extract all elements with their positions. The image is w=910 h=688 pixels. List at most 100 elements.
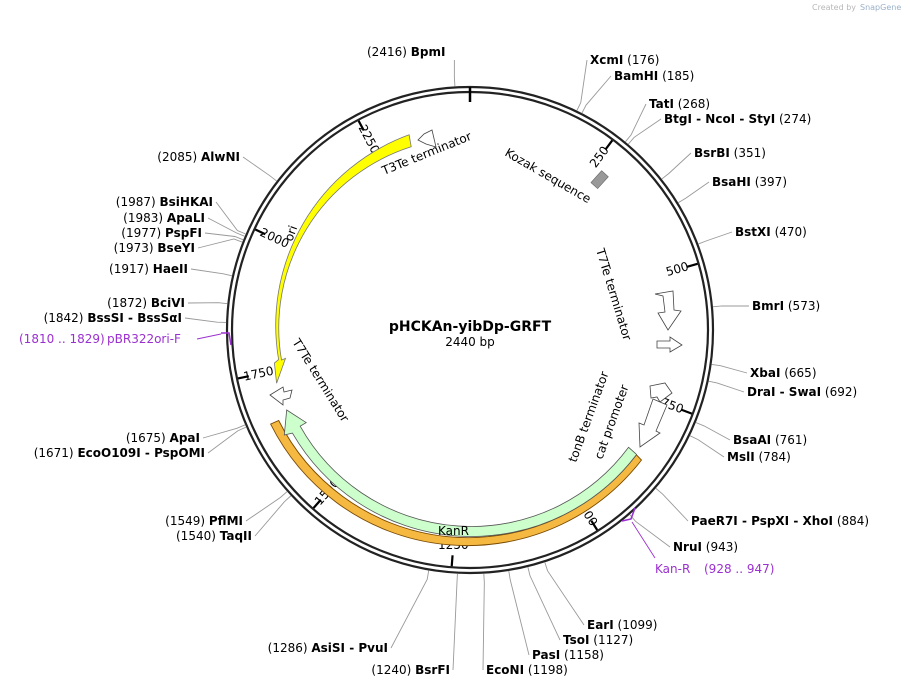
site-label-xbai[interactable]: XbaI (665): [750, 366, 817, 380]
site-label-bsrbi[interactable]: BsrBI (351): [694, 146, 766, 160]
kozak-sequence-box[interactable]: [590, 170, 609, 190]
site-position: (1675): [126, 431, 166, 445]
site-leader-line: [627, 118, 662, 145]
enzyme-name: AsiSI: [311, 641, 345, 655]
site-label-eari[interactable]: EarI (1099): [587, 618, 657, 632]
site-label-haeii[interactable]: (1917) HaeII: [109, 262, 188, 276]
site-label-xcmi[interactable]: XcmI (176): [590, 53, 659, 67]
site-label-pspfi[interactable]: (1977) PspFI: [121, 226, 202, 240]
site-label-ecoo109i[interactable]: (1671) EcoO109I - PspOMI: [34, 446, 205, 460]
tick-mark: [312, 499, 322, 509]
site-label-bsrfi[interactable]: (1240) BsrFI: [371, 663, 450, 677]
site-label-bpmi[interactable]: (2416) BpmI: [367, 45, 445, 59]
site-position: (665): [784, 366, 816, 380]
t3te-terminator-arrow[interactable]: [417, 129, 437, 148]
site-position: (1549): [165, 514, 205, 528]
enzyme-name: EcoNI: [486, 663, 524, 677]
pbr322ori-f-range: (1810 .. 1829): [19, 332, 105, 346]
site-leader-line: [215, 201, 246, 235]
site-label-bsahi[interactable]: BsaHI (397): [712, 175, 787, 189]
site-label-bcivi[interactable]: (1872) BciVI: [107, 296, 185, 310]
site-label-taqii[interactable]: (1540) TaqII: [176, 529, 252, 543]
site-leader-line: [698, 231, 733, 245]
site-leader-line: [712, 305, 750, 308]
site-leader-line: [655, 487, 689, 522]
site-label-paer7i[interactable]: PaeR7I - PspXI - XhoI (884): [691, 514, 869, 528]
site-label-bstxi[interactable]: BstXI (470): [735, 225, 807, 239]
site-leader-line: [242, 156, 278, 182]
site-leader-line: [187, 302, 228, 305]
enzyme-name: BpmI: [411, 45, 446, 59]
site-label-bsssi[interactable]: (1842) BssSI - BssSαI: [44, 311, 182, 325]
enzyme-name: XhoI: [803, 514, 834, 528]
site-position: (761): [775, 433, 807, 447]
enzyme-name: HaeII: [153, 262, 188, 276]
site-label-drai[interactable]: DraI - SwaI (692): [747, 385, 857, 399]
t7te-terminator-right-arrow[interactable]: [656, 336, 683, 353]
ori-feature-arrow[interactable]: [273, 134, 412, 384]
site-label-msli[interactable]: MslI (784): [727, 450, 791, 464]
t7te-terminator-left-arrow[interactable]: [269, 386, 293, 406]
site-label-apai[interactable]: (1675) ApaI: [126, 431, 200, 445]
enzyme-name: StyI: [749, 112, 776, 126]
enzyme-name: EarI: [587, 618, 614, 632]
site-label-nrui[interactable]: NruI (943): [673, 540, 738, 554]
site-position: (943): [706, 540, 738, 554]
site-label-bsaai[interactable]: BsaAI (761): [733, 433, 807, 447]
cat-promoter-arrow[interactable]: [638, 398, 668, 448]
site-label-bseyi[interactable]: (1973) BseYI: [114, 241, 195, 255]
site-position: (1540): [176, 529, 216, 543]
site-label-bsihkai[interactable]: (1987) BsiHKAI: [116, 195, 213, 209]
tick-mark: [357, 120, 365, 132]
site-leader-line: [508, 570, 530, 656]
tick-mark: [237, 375, 250, 380]
tick-mark: [254, 228, 266, 236]
site-leader-line: [689, 435, 725, 458]
site-position: (573): [788, 299, 820, 313]
site-label-asisi[interactable]: (1286) AsiSI - PvuI: [268, 641, 388, 655]
site-label-apali[interactable]: (1983) ApaLI: [123, 211, 205, 225]
site-position: (1842): [44, 311, 84, 325]
enzyme-name: TaqII: [220, 529, 252, 543]
site-label-tsoi[interactable]: TsoI (1127): [563, 633, 633, 647]
site-leader-line: [245, 491, 288, 522]
pbr322ori-f-name: pBR322ori-F: [107, 332, 181, 346]
site-label-alwni[interactable]: (2085) AlwNI: [157, 150, 240, 164]
site-leader-line: [254, 495, 292, 537]
site-label-bamhi[interactable]: BamHI (185): [614, 69, 694, 83]
kan-r-primer-mark[interactable]: [621, 507, 636, 522]
site-position: (884): [837, 514, 869, 528]
site-label-pflmi[interactable]: (1549) PflMI: [165, 514, 243, 528]
rrnb-t1-terminator-arrow[interactable]: [654, 290, 682, 331]
kanr-feature-arrow[interactable]: [283, 409, 638, 537]
tick-mark: [604, 139, 614, 150]
t7te-terminator-right-label: T7Te terminator: [593, 246, 635, 342]
site-position: (1973): [114, 241, 154, 255]
site-separator: -: [738, 514, 751, 528]
site-label-pasi[interactable]: PasI (1158): [532, 648, 604, 662]
kan-r-name: Kan-R: [655, 562, 690, 576]
site-leader-line: [190, 268, 233, 277]
site-position: (1286): [268, 641, 308, 655]
site-position: (784): [759, 450, 791, 464]
tick-label: 500: [664, 259, 690, 279]
site-leader-line: [576, 59, 588, 111]
site-position: (1158): [564, 648, 604, 662]
site-separator: -: [692, 112, 705, 126]
site-label-btgi[interactable]: BtgI - NcoI - StyI (274): [664, 112, 811, 126]
site-position: (2416): [367, 45, 407, 59]
tick-mark: [686, 262, 698, 268]
enzyme-name: BciVI: [151, 296, 185, 310]
enzyme-name: AlwNI: [201, 150, 240, 164]
site-label-econi[interactable]: EcoNI (1198): [486, 663, 568, 677]
site-label-tati[interactable]: TatI (268): [649, 97, 710, 111]
site-leader-line: [207, 426, 247, 454]
site-leader-line: [677, 181, 710, 204]
enzyme-name: DraI: [747, 385, 775, 399]
site-label-bmri[interactable]: BmrI (573): [752, 299, 820, 313]
site-position: (2085): [157, 150, 197, 164]
pbr322ori-f-primer-mark[interactable]: [221, 332, 232, 346]
site-position: (1671): [34, 446, 74, 460]
primers: [196, 332, 656, 559]
